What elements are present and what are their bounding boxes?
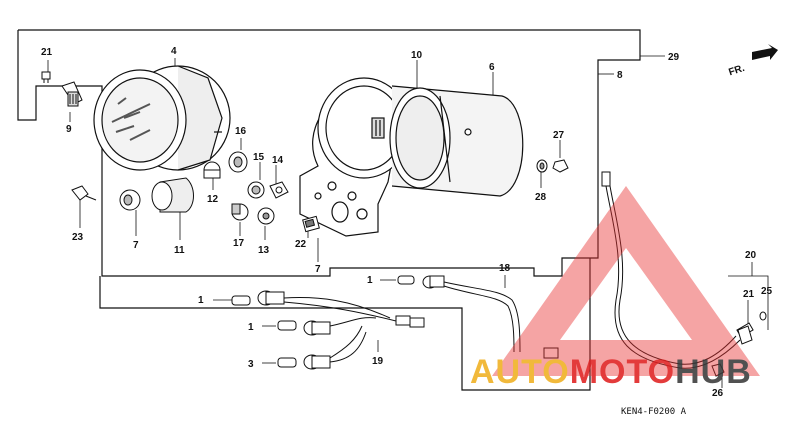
bulb-3 — [277, 357, 297, 368]
callout-label: 16 — [235, 126, 247, 137]
part-12-socket — [203, 161, 221, 179]
bulb-1-a — [231, 295, 251, 306]
callout-label: 18 — [499, 263, 511, 274]
forward-arrow-icon — [752, 44, 778, 60]
callout-label: 29 — [668, 52, 680, 63]
callout-label: 1 — [248, 322, 254, 333]
part-25-clip — [759, 311, 767, 321]
part-22-connector — [302, 215, 320, 233]
callout-label: 14 — [272, 155, 284, 166]
part-6-tacho-case — [371, 85, 524, 197]
watermark: AUTOMOTOHUB — [470, 186, 760, 391]
callout-label: 12 — [207, 194, 219, 205]
callout-label: 9 — [66, 124, 72, 135]
part-17-socket — [231, 203, 249, 221]
bulb-1-upper — [397, 275, 415, 285]
callout-label: 13 — [258, 245, 270, 256]
callout-label: 4 — [171, 46, 177, 57]
callout-label: 27 — [553, 130, 565, 141]
callout-label: 21 — [41, 47, 53, 58]
bulb-1-b — [277, 320, 297, 331]
callout-label: 21 — [743, 289, 755, 300]
part-19-harness — [257, 290, 425, 370]
diagram-code: KEN4-F0200 A — [621, 407, 687, 417]
part-4-speedometer — [93, 65, 231, 171]
callout-label: 10 — [411, 50, 423, 61]
callout-label: 11 — [174, 245, 185, 256]
callout-label: 1 — [198, 295, 204, 306]
part-16-grommet — [228, 151, 248, 173]
part-11-cushion — [151, 177, 194, 213]
callout-label: 19 — [372, 356, 384, 367]
part-15-socket — [247, 181, 265, 199]
callout-label: 7 — [315, 264, 321, 275]
callout-label: 15 — [253, 152, 265, 163]
callout-label: 22 — [295, 239, 307, 250]
part-18-harness — [422, 275, 559, 359]
callout-label: 7 — [133, 240, 139, 251]
part-23-bolt — [71, 185, 97, 201]
callout-label: 3 — [248, 359, 254, 370]
callout-label: 26 — [712, 388, 724, 399]
callout-label: 25 — [761, 286, 773, 297]
assembly-outline — [17, 29, 641, 391]
part-27-nut — [552, 159, 569, 173]
part-24-screw — [41, 71, 51, 83]
part-14-washer — [269, 181, 289, 199]
watermark-text: AUTOMOTOHUB — [470, 353, 752, 391]
callout-label: 1 — [367, 275, 373, 286]
callout-label: 23 — [72, 232, 84, 243]
callout-label: 8 — [617, 70, 623, 81]
part-26-bolt — [711, 363, 725, 377]
callout-label: 20 — [745, 250, 757, 261]
callout-label: 28 — [535, 192, 547, 203]
callout-label: 6 — [489, 62, 495, 73]
part-28-washer — [536, 159, 548, 173]
part-9-trip-knob — [61, 81, 83, 107]
callout-label: 17 — [233, 238, 245, 249]
part-21-clip — [737, 325, 753, 345]
part-labels: 21 4 10 6 29 8 9 16 15 14 12 23 7 11 17 … — [41, 46, 773, 417]
part-13-grommet — [257, 207, 275, 225]
direction-marker: FR. — [727, 63, 746, 79]
part-7-cushion — [119, 189, 141, 211]
leader-lines — [47, 55, 769, 388]
